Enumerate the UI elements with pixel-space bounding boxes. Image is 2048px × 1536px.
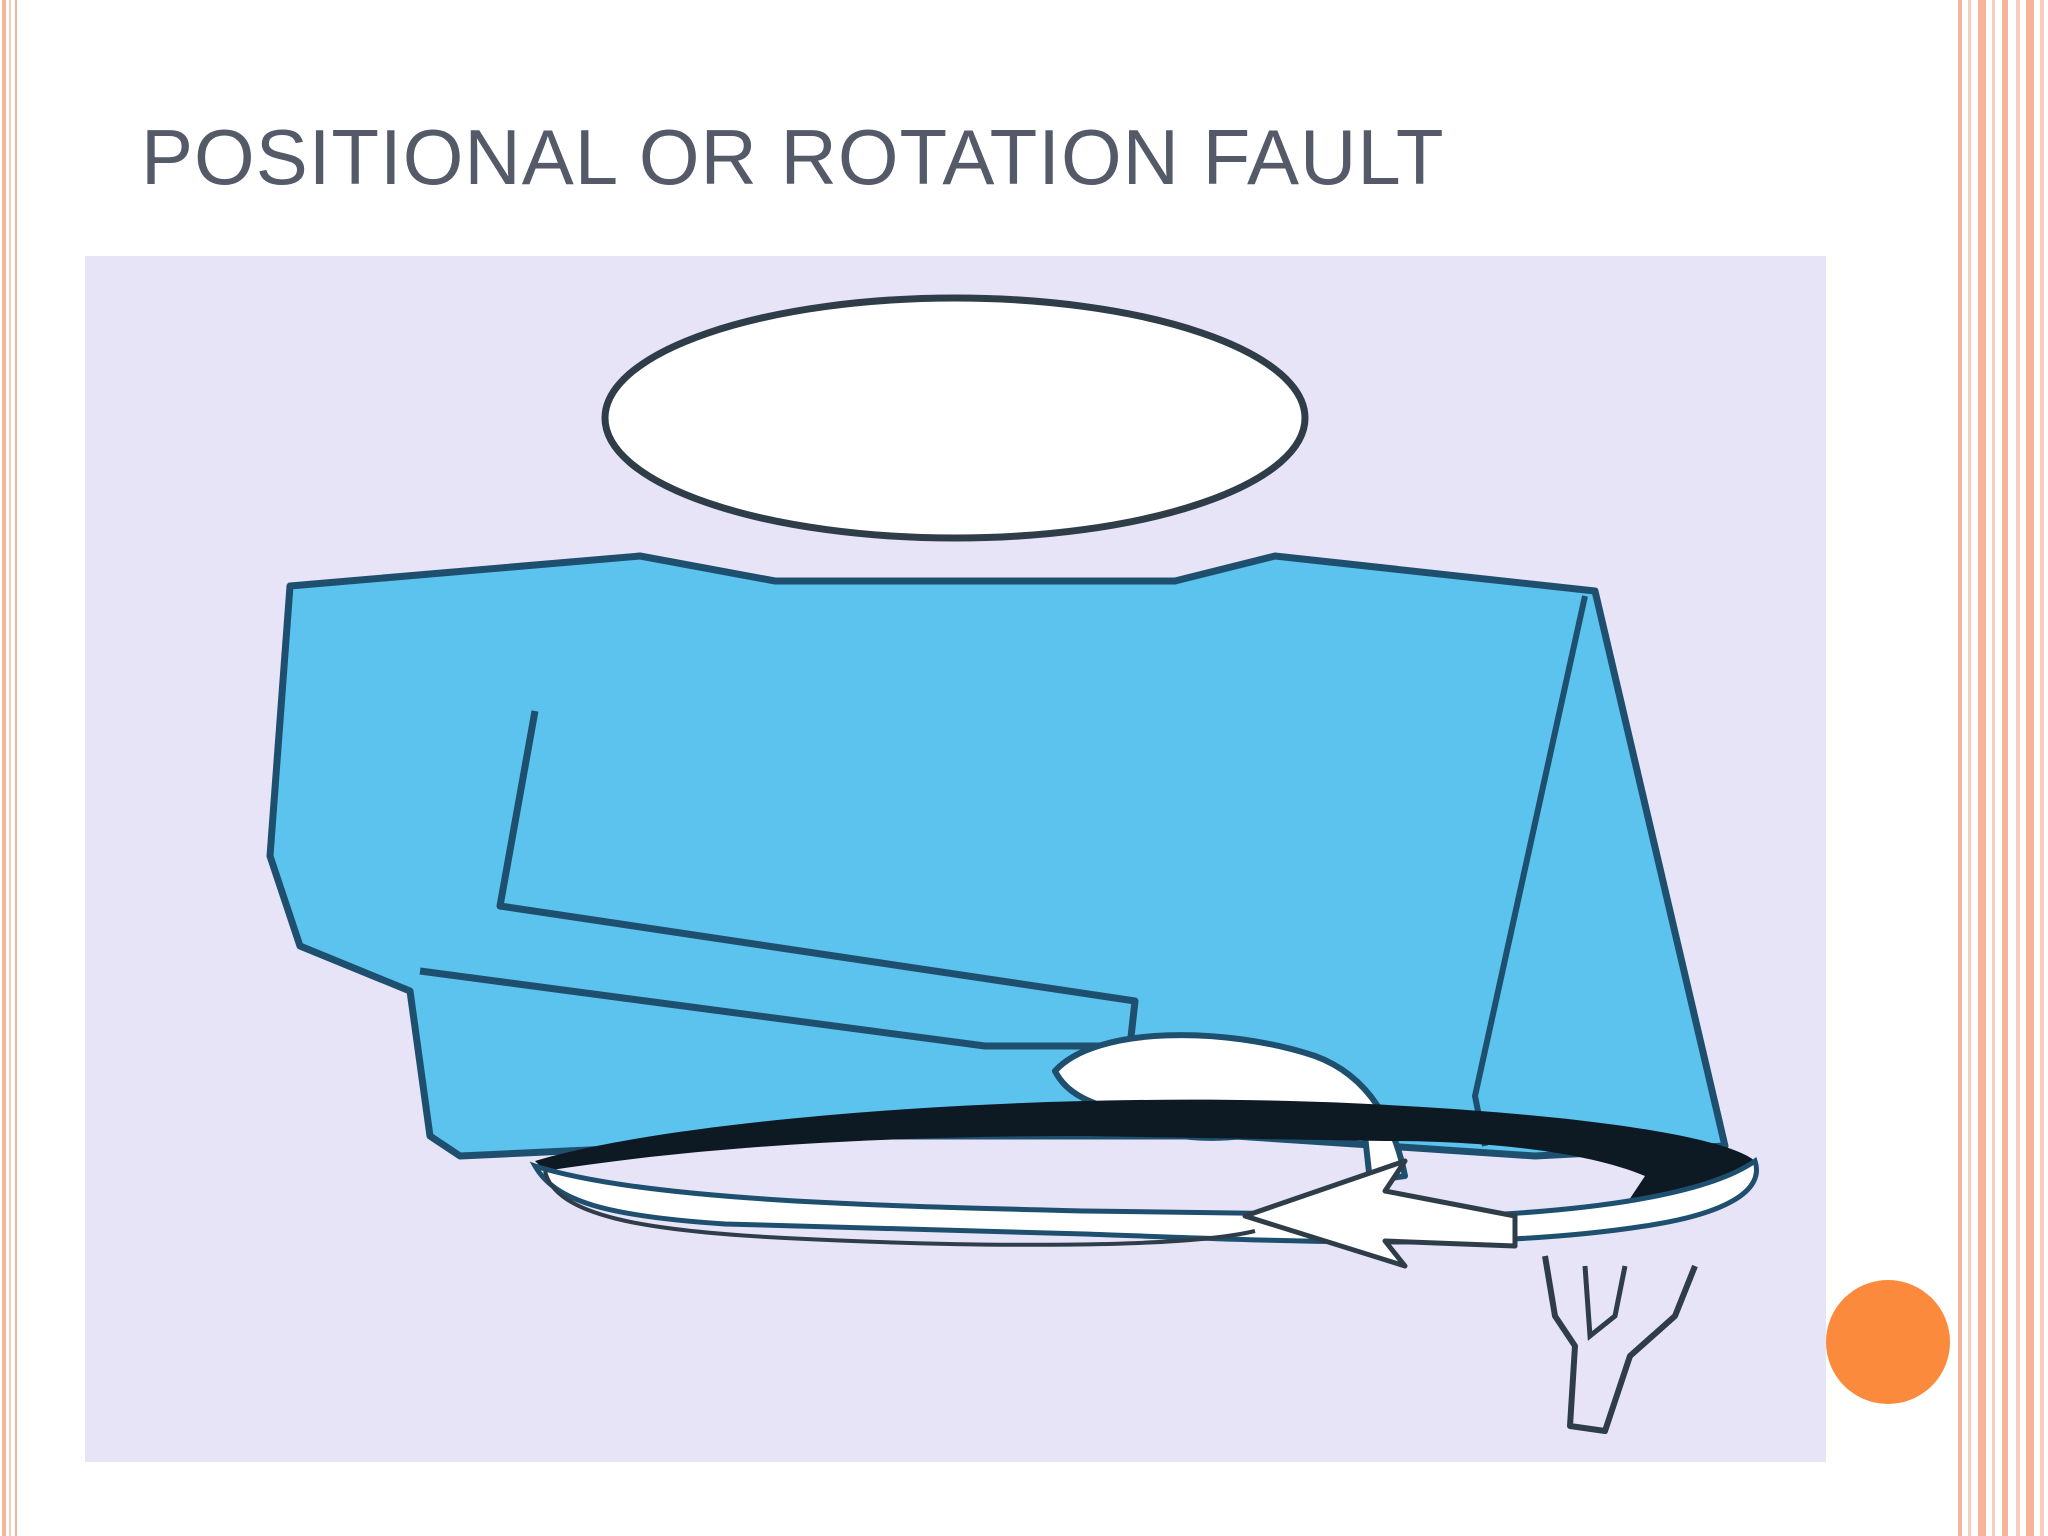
rotation-arrow-icon xyxy=(1242,1158,1518,1269)
rotation-illustration-svg xyxy=(266,294,1759,1434)
left-border-decoration xyxy=(0,0,22,1536)
slide-title: POSITIONAL OR ROTATION FAULT xyxy=(141,113,1445,201)
figure-arm xyxy=(419,710,1139,1050)
figure-head xyxy=(601,294,1309,542)
seat-ring-front xyxy=(529,1157,1759,1245)
accent-circle-icon xyxy=(1826,1280,1950,1404)
rotation-illustration xyxy=(85,256,1826,1462)
right-border-decoration xyxy=(1958,0,2048,1536)
figure-leg-inner xyxy=(1582,1265,1628,1341)
seat-ring-back xyxy=(535,1099,1755,1206)
rotation-arrow-tail xyxy=(543,1170,1256,1247)
figure-leg xyxy=(1542,1255,1698,1434)
